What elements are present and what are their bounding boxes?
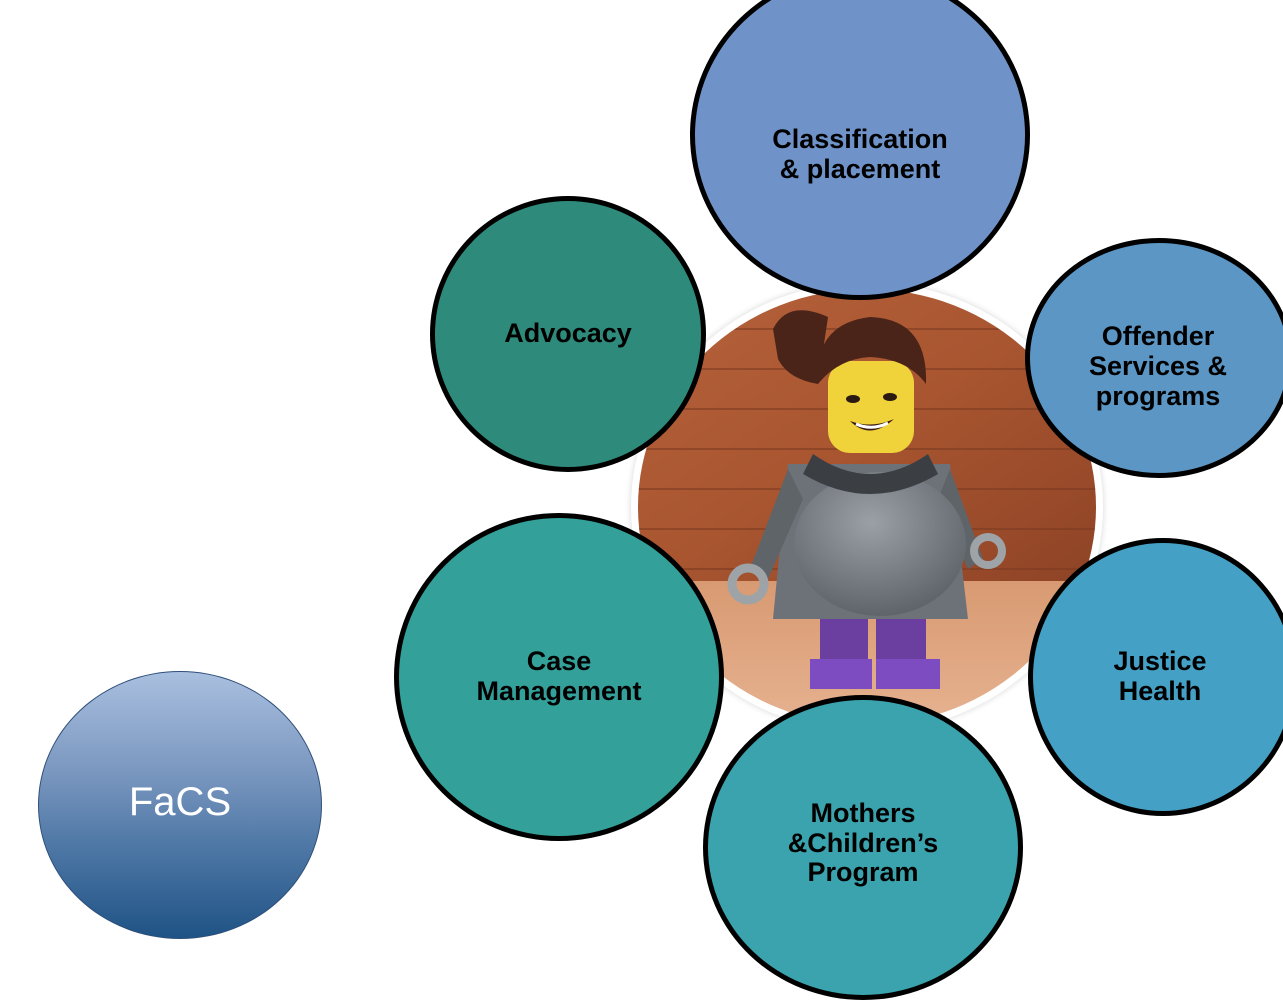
classification-placement-node: Classification & placement	[690, 0, 1030, 300]
justice-health-node: Justice Health	[1028, 538, 1283, 816]
facs-oval: FaCS	[38, 671, 322, 939]
offender-services-label: Offender Services & programs	[1088, 321, 1228, 411]
mothers-children-program-node: Mothers &Children’s Program	[703, 695, 1023, 1000]
classification-placement-label: Classification & placement	[772, 124, 948, 184]
offender-services-node: Offender Services & programs	[1025, 238, 1283, 478]
advocacy-node: Advocacy	[430, 196, 706, 472]
facs-label: FaCS	[128, 779, 232, 824]
case-management-label: Case Management	[476, 646, 642, 706]
mothers-children-program-label: Mothers &Children’s Program	[787, 797, 939, 888]
advocacy-label: Advocacy	[504, 318, 632, 349]
case-management-node: Case Management	[394, 513, 724, 841]
justice-health-label: Justice Health	[1113, 646, 1207, 706]
